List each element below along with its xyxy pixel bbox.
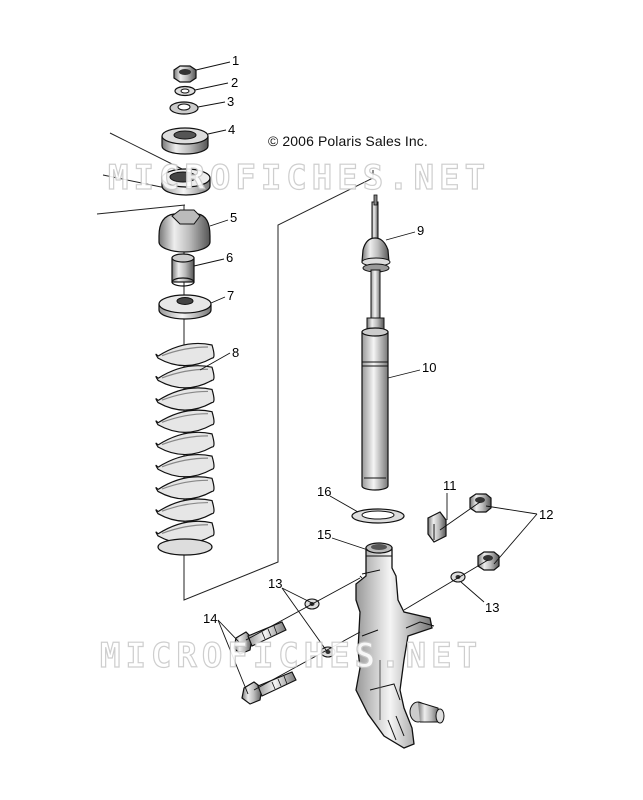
part-3-washer xyxy=(169,101,199,115)
callout-1: 1 xyxy=(232,53,240,68)
callout-3: 3 xyxy=(227,94,235,109)
part-11-clip xyxy=(427,511,447,543)
callout-11: 11 xyxy=(443,478,457,493)
spring-coil-highlight xyxy=(161,413,209,423)
callout-9: 9 xyxy=(417,223,425,238)
part-10-shock-absorber xyxy=(361,194,391,491)
part-12-nut-upper xyxy=(469,493,492,513)
callout-13-right: 13 xyxy=(485,600,500,615)
part-15-strut-housing xyxy=(355,542,445,749)
spring-coil xyxy=(155,476,215,500)
spring-coil-highlight xyxy=(161,479,209,490)
spring-coil-highlight xyxy=(161,501,209,512)
callout-2: 2 xyxy=(231,75,239,90)
spring-coil xyxy=(155,498,215,522)
part-6-spacer xyxy=(171,253,195,287)
part-14-bolt-lower xyxy=(241,671,297,705)
spring-coil-highlight xyxy=(161,390,209,401)
watermark-bottom: MICROFICHES.NET xyxy=(99,635,483,676)
copyright-notice: © 2006 Polaris Sales Inc. xyxy=(268,133,428,149)
part-8-coil-spring xyxy=(155,342,215,556)
upper-mount-ring xyxy=(161,168,211,196)
spring-end-coil xyxy=(157,538,213,556)
spring-coil xyxy=(155,387,215,411)
callout-6: 6 xyxy=(226,250,234,265)
callout-15: 15 xyxy=(317,527,332,542)
spring-coil-highlight xyxy=(161,457,209,468)
part-2-washer xyxy=(174,85,196,97)
spring-coil xyxy=(155,520,215,545)
callout-4: 4 xyxy=(228,122,236,137)
spring-coil-highlight xyxy=(161,435,209,446)
spring-coil xyxy=(155,453,215,478)
guide-lines xyxy=(96,132,374,601)
part-5-bushing xyxy=(158,209,211,253)
leader-lines xyxy=(193,61,538,695)
part-7-spring-seat xyxy=(158,294,212,320)
spring-coil-highlight xyxy=(161,346,209,357)
spring-coil xyxy=(155,431,215,456)
spring-coil xyxy=(155,409,215,433)
callout-14: 14 xyxy=(203,611,218,626)
callout-13-left: 13 xyxy=(268,576,283,591)
spring-coil xyxy=(155,365,215,389)
watermark-top: MICROFICHES.NET xyxy=(107,157,491,198)
spring-coil xyxy=(155,342,215,367)
part-1-nut xyxy=(173,65,197,83)
callout-5: 5 xyxy=(230,210,238,225)
callout-12: 12 xyxy=(539,507,554,522)
callout-7: 7 xyxy=(227,288,235,303)
callout-10: 10 xyxy=(422,360,437,375)
part-4-bearing xyxy=(161,127,209,155)
callout-16: 16 xyxy=(317,484,332,499)
part-14-bolt-upper xyxy=(233,621,287,655)
spring-coil-highlight xyxy=(161,524,209,535)
callout-8: 8 xyxy=(232,345,240,360)
spring-coil-highlight xyxy=(161,368,209,379)
part-12-nut-lower xyxy=(477,551,500,571)
part-16-ring xyxy=(351,508,405,524)
